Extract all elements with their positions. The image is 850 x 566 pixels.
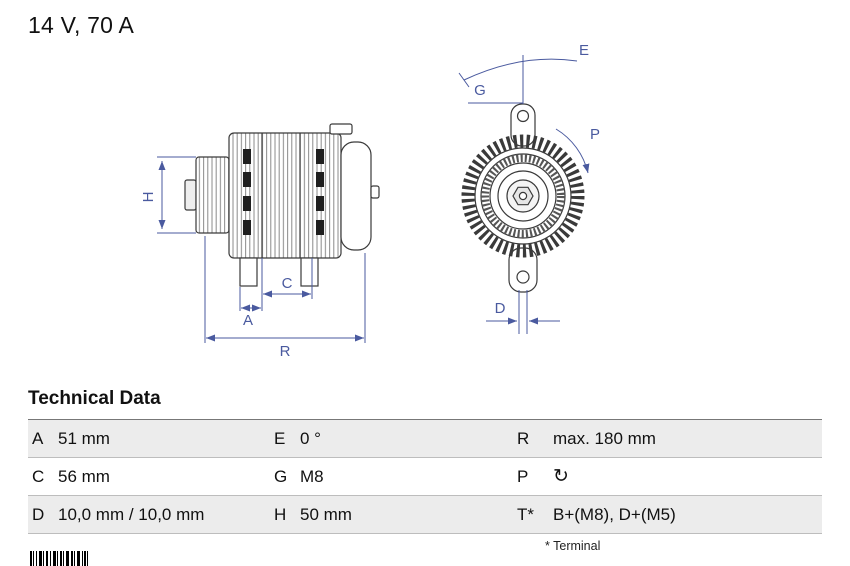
alternator-side-view bbox=[184, 123, 380, 287]
terminal-block bbox=[329, 123, 353, 135]
spec-value-g: M8 bbox=[300, 466, 324, 486]
shaft-nut bbox=[184, 179, 197, 211]
bottom-lug-hole bbox=[516, 270, 530, 284]
spec-key-h: H bbox=[274, 504, 287, 524]
dim-label-g: G bbox=[474, 82, 486, 99]
technical-data-heading: Technical Data bbox=[28, 388, 822, 420]
alternator-front-view bbox=[461, 103, 585, 293]
housing-section-lines bbox=[261, 133, 301, 258]
fan-teeth-ring bbox=[461, 134, 585, 258]
inner-hatched-ring bbox=[481, 154, 565, 238]
mounting-lug-left bbox=[239, 257, 258, 287]
dim-label-p: P bbox=[590, 126, 600, 143]
technical-data-section: Technical Data A 51 mm E 0 ° R max. 180 … bbox=[28, 388, 822, 553]
barcode bbox=[30, 551, 88, 566]
dim-label-d: D bbox=[495, 300, 506, 317]
spec-key-t: T* bbox=[517, 504, 534, 524]
dim-label-h: H bbox=[140, 192, 157, 203]
dim-label-e: E bbox=[579, 42, 589, 59]
spec-value-c: 56 mm bbox=[58, 466, 110, 486]
bplus-stud bbox=[370, 185, 380, 199]
dim-label-a: A bbox=[243, 312, 253, 329]
spec-key-d: D bbox=[32, 504, 45, 524]
spec-key-e: E bbox=[274, 428, 286, 448]
top-lug-hole bbox=[516, 109, 530, 123]
spec-key-g: G bbox=[274, 466, 288, 486]
table-row: A 51 mm E 0 ° R max. 180 mm bbox=[28, 420, 822, 458]
technical-drawing: H C A R G bbox=[140, 42, 600, 360]
table-row: D 10,0 mm / 10,0 mm H 50 mm T* B+(M8), D… bbox=[28, 496, 822, 534]
rotation-direction-arrow bbox=[555, 128, 590, 174]
spec-value-e: 0 ° bbox=[300, 428, 321, 448]
spec-value-a: 51 mm bbox=[58, 428, 110, 448]
mounting-lug-right bbox=[300, 257, 319, 287]
spec-key-p: P bbox=[517, 466, 529, 486]
spec-value-t: B+(M8), D+(M5) bbox=[553, 504, 676, 524]
terminal-footnote: * Terminal bbox=[545, 539, 601, 553]
spec-key-a: A bbox=[32, 428, 44, 448]
spec-value-d: 10,0 mm / 10,0 mm bbox=[58, 504, 205, 524]
rotation-direction-icon: ↻ bbox=[553, 466, 569, 487]
table-row: C 56 mm G M8 P ↻ bbox=[28, 458, 822, 496]
dim-label-r: R bbox=[280, 343, 291, 360]
product-spec-title: 14 V, 70 A bbox=[28, 12, 135, 38]
pulley bbox=[195, 156, 230, 234]
spec-value-h: 50 mm bbox=[300, 504, 352, 524]
front-view-dimensions: G E P D bbox=[458, 42, 600, 334]
spec-key-r: R bbox=[517, 428, 530, 448]
vent-slots bbox=[243, 149, 324, 235]
side-view-dimensions: H C A R bbox=[140, 156, 366, 360]
spec-value-r: max. 180 mm bbox=[553, 428, 656, 448]
spec-key-c: C bbox=[32, 466, 45, 486]
dim-label-c: C bbox=[282, 275, 293, 292]
rear-cover bbox=[340, 141, 372, 251]
